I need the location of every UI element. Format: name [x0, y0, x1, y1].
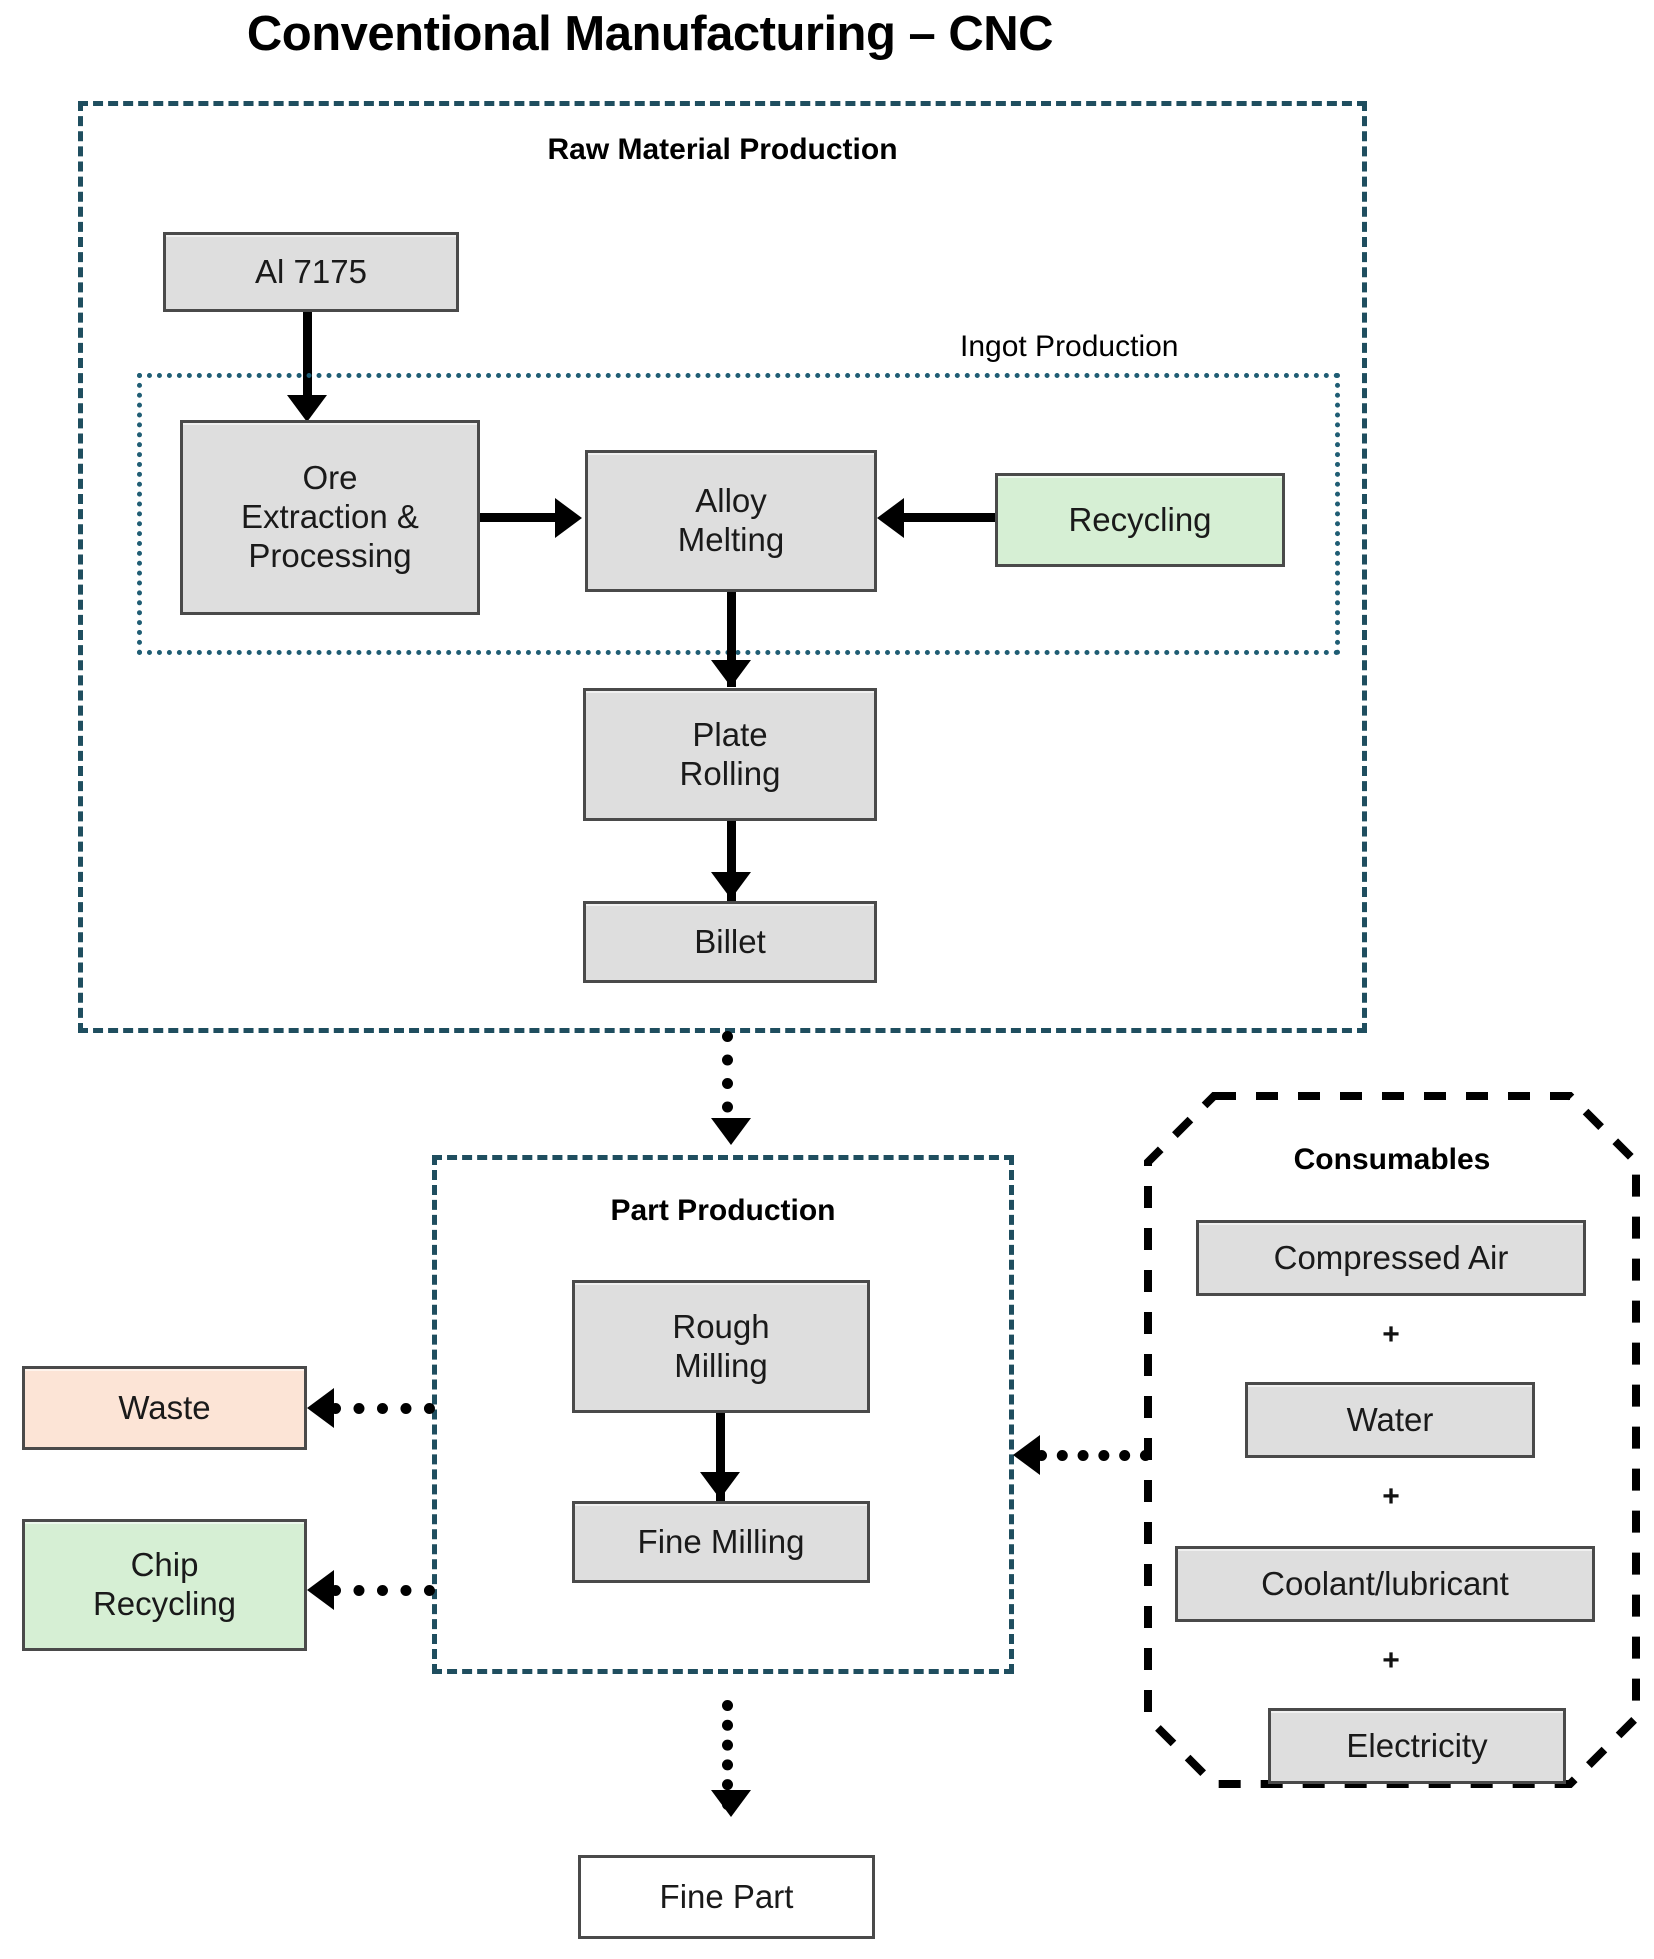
node-line: Plate	[692, 715, 768, 753]
node-recycling[interactable]: Recycling	[995, 473, 1285, 567]
node-line: Melting	[677, 521, 785, 558]
connector-part-production-to-waste	[330, 1403, 435, 1414]
node-ore-extraction-processing[interactable]: Ore Extraction & Processing	[180, 420, 480, 615]
arrowhead-billet-to-part-production	[711, 1118, 751, 1145]
consumables-plus-1: +	[1382, 1318, 1400, 1351]
group-label-consumables: Consumables	[1293, 1143, 1491, 1176]
node-chip-recycling[interactable]: Chip Recycling	[22, 1519, 307, 1651]
node-line: Chip	[130, 1546, 199, 1584]
node-line: Milling	[674, 1346, 768, 1384]
group-label-raw-material-production: Raw Material Production	[547, 133, 898, 166]
node-al-7175[interactable]: Al 7175	[163, 232, 459, 312]
group-label-part-production: Part Production	[610, 1194, 836, 1227]
connector-billet-to-part-production	[722, 1031, 733, 1136]
arrowhead-consumables-to-part-production	[1013, 1435, 1040, 1475]
consumables-outline-svg	[1144, 1092, 1640, 1788]
node-line: Rolling	[679, 754, 781, 792]
group-consumables	[1142, 1090, 1642, 1790]
group-part-production	[432, 1155, 1014, 1674]
node-waste[interactable]: Waste	[22, 1366, 307, 1450]
connector-al7175-to-ore	[303, 312, 312, 407]
connector-part-production-to-chip-recycling	[330, 1585, 435, 1596]
node-alloy-melting[interactable]: Alloy Melting	[585, 450, 877, 592]
node-rough-milling[interactable]: Rough Milling	[572, 1280, 870, 1413]
connector-ore-to-alloy	[480, 513, 562, 522]
node-fine-part[interactable]: Fine Part	[578, 1855, 875, 1939]
page-title: Conventional Manufacturing – CNC	[246, 7, 1054, 61]
arrowhead-alloy-to-plate	[711, 660, 751, 687]
node-water[interactable]: Water	[1245, 1382, 1535, 1458]
arrowhead-to-fine-part	[711, 1790, 751, 1817]
node-compressed-air[interactable]: Compressed Air	[1196, 1220, 1586, 1296]
arrowhead-ore-to-alloy	[555, 498, 582, 538]
node-line: Extraction &	[241, 498, 419, 536]
connector-recycling-to-alloy	[900, 513, 1003, 522]
connector-alloy-to-plate	[727, 592, 736, 687]
consumables-plus-2: +	[1382, 1480, 1400, 1513]
node-line: Ore	[302, 459, 358, 497]
node-billet[interactable]: Billet	[583, 901, 877, 983]
node-line: Recycling	[92, 1585, 237, 1622]
node-coolant-lubricant[interactable]: Coolant/lubricant	[1175, 1546, 1595, 1622]
arrowhead-to-waste	[307, 1388, 334, 1428]
connector-part-production-to-fine-part	[722, 1700, 733, 1810]
node-fine-milling[interactable]: Fine Milling	[572, 1501, 870, 1583]
node-electricity[interactable]: Electricity	[1268, 1708, 1566, 1784]
arrowhead-plate-to-billet	[711, 872, 751, 899]
arrowhead-al7175-to-ore	[287, 395, 327, 422]
consumables-plus-3: +	[1382, 1644, 1400, 1677]
node-line: Alloy	[695, 482, 767, 520]
connector-consumables-to-part-production	[1036, 1450, 1151, 1461]
connector-plate-to-billet	[727, 821, 736, 903]
node-line: Processing	[248, 536, 412, 574]
node-line: Rough	[672, 1307, 770, 1345]
arrowhead-recycling-to-alloy	[877, 498, 904, 538]
node-plate-rolling[interactable]: Plate Rolling	[583, 688, 877, 821]
arrowhead-to-chip-recycling	[307, 1570, 334, 1610]
connector-rough-to-fine	[716, 1413, 725, 1503]
group-raw-material-production	[78, 101, 1367, 1033]
group-label-ingot-production: Ingot Production	[960, 330, 1179, 363]
group-ingot-production	[137, 373, 1340, 655]
arrowhead-rough-to-fine	[700, 1472, 740, 1499]
